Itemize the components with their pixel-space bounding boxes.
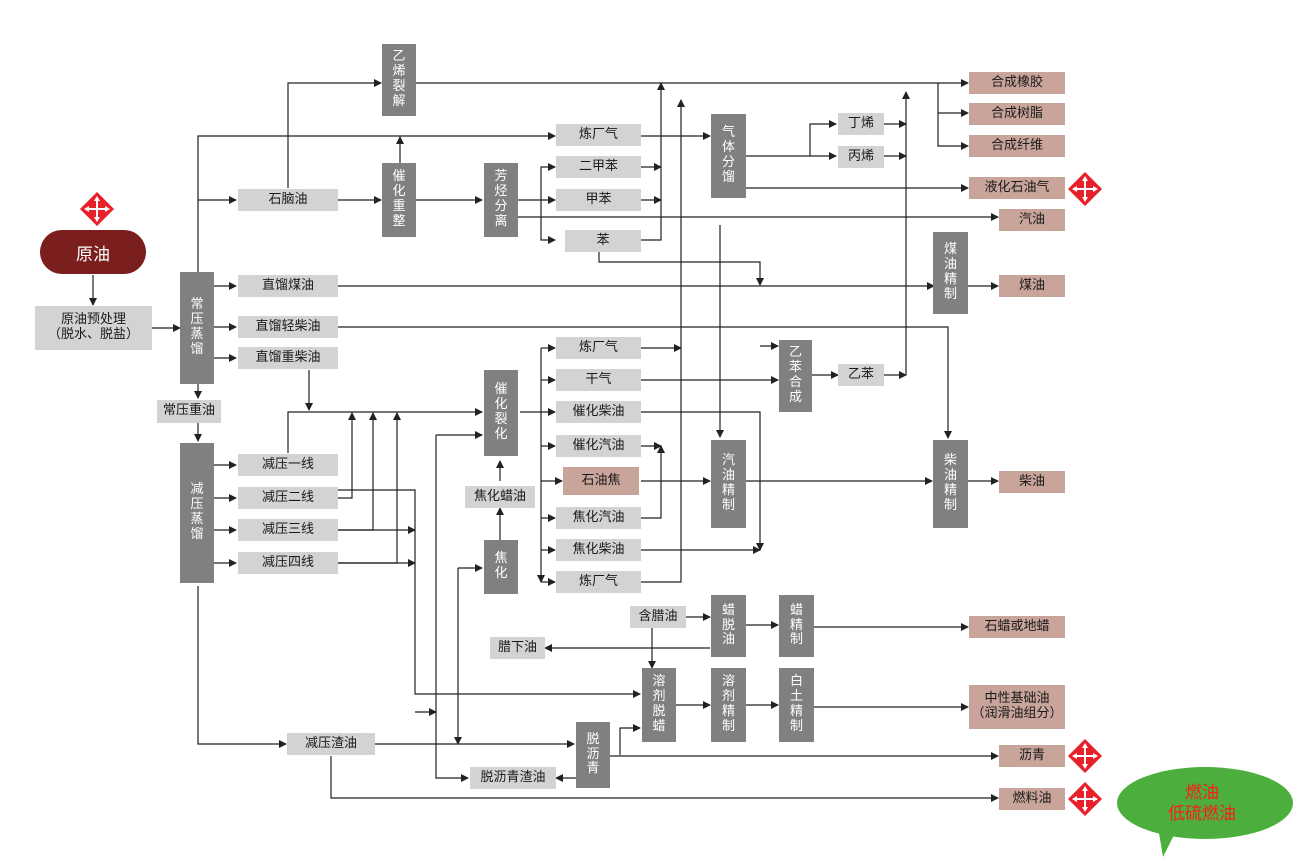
xylene-stream: 二甲苯 — [556, 156, 641, 178]
catalytic-diesel-stream: 催化柴油 — [556, 401, 641, 423]
catalytic-gasoline-stream: 催化汽油 — [556, 435, 641, 457]
cross-arrows-icon — [1068, 172, 1102, 206]
clay-refining-unit: 白土精制 — [779, 668, 814, 742]
wax-deoiling-unit: 蜡脱油 — [711, 595, 746, 657]
cross-arrows-icon — [80, 192, 114, 226]
gasoline-refining-unit: 汽油精制 — [711, 440, 746, 528]
vacuum-distillation-unit: 减压蒸馏 — [180, 443, 214, 583]
solvent-dewaxing-unit: 溶剂脱蜡 — [642, 668, 676, 742]
vacuum-cut-1-stream: 减压一线 — [238, 454, 338, 476]
ethylbenzene-stream: 乙苯 — [838, 364, 884, 386]
product-lpg: 液化石油气 — [969, 177, 1065, 199]
deasphalted-residue-stream: 脱沥青渣油 — [470, 767, 556, 789]
straight-run-light-diesel-stream: 直馏轻柴油 — [238, 316, 338, 338]
straight-run-heavy-diesel-stream: 直馏重柴油 — [238, 347, 338, 369]
ethylbenzene-synthesis-unit: 乙苯合成 — [779, 340, 812, 412]
dry-gas-stream: 干气 — [556, 369, 641, 391]
coking-unit: 焦化 — [484, 540, 518, 594]
callout-line-1: 燃油 — [1185, 782, 1219, 803]
atmospheric-distillation-unit: 常压蒸馏 — [180, 272, 214, 384]
solvent-refining-unit: 溶剂精制 — [711, 668, 746, 742]
refinery-gas-stream-2: 炼厂气 — [556, 337, 641, 359]
benzene-stream: 苯 — [565, 230, 641, 252]
product-diesel: 柴油 — [999, 471, 1065, 493]
petroleum-coke-product: 石油焦 — [563, 467, 639, 495]
deasphalting-unit: 脱沥青 — [576, 722, 610, 788]
propylene-stream: 丙烯 — [838, 146, 884, 168]
product-asphalt: 沥青 — [999, 745, 1065, 767]
vacuum-residue-stream: 减压渣油 — [287, 733, 375, 755]
butylene-stream: 丁烯 — [838, 113, 884, 135]
catalytic-reforming-unit: 催化重整 — [382, 163, 416, 237]
callout-text: 燃油 低硫燃油 — [1113, 776, 1291, 832]
cross-arrows-icon — [1068, 739, 1102, 773]
wax-refining-unit: 蜡精制 — [779, 595, 814, 657]
fuel-oil-callout-bubble — [1117, 767, 1293, 857]
toluene-stream: 甲苯 — [556, 189, 641, 211]
crude-oil-node: 原油 — [40, 230, 146, 274]
coker-diesel-stream: 焦化柴油 — [556, 539, 641, 561]
catalytic-cracking-unit: 催化裂化 — [484, 370, 518, 456]
straight-run-kerosene-stream: 直馏煤油 — [238, 275, 338, 297]
vacuum-cut-3-stream: 减压三线 — [238, 519, 338, 541]
wax-underflow-oil-stream: 腊下油 — [490, 637, 545, 659]
diesel-refining-unit: 柴油精制 — [933, 440, 968, 528]
product-synthetic-fiber: 合成纤维 — [969, 135, 1065, 157]
naphtha-stream: 石脑油 — [238, 189, 338, 211]
product-paraffin-wax: 石蜡或地蜡 — [969, 616, 1065, 638]
vacuum-cut-2-stream: 减压二线 — [238, 487, 338, 509]
product-neutral-base-oil: 中性基础油 （润滑油组分） — [969, 685, 1065, 729]
product-synthetic-rubber: 合成橡胶 — [969, 72, 1065, 94]
crude-pretreatment: 原油预处理 （脱水、脱盐） — [35, 306, 152, 350]
atmospheric-heavy-oil: 常压重油 — [157, 400, 221, 423]
refinery-gas-stream-3: 炼厂气 — [556, 571, 641, 593]
ethylene-cracking-unit: 乙烯裂解 — [382, 44, 416, 116]
aromatics-separation-unit: 芳烃分离 — [484, 163, 518, 237]
gas-fractionation-unit: 气体分馏 — [711, 114, 746, 198]
kerosene-refining-unit: 煤油精制 — [933, 232, 968, 314]
callout-line-2: 低硫燃油 — [1168, 804, 1236, 824]
cross-arrows-icon — [1068, 782, 1102, 816]
product-fuel-oil: 燃料油 — [999, 788, 1065, 810]
refinery-gas-stream: 炼厂气 — [556, 124, 641, 146]
waxy-oil-stream: 含腊油 — [630, 606, 686, 628]
product-gasoline: 汽油 — [999, 209, 1065, 231]
vacuum-cut-4-stream: 减压四线 — [238, 552, 338, 574]
coker-gasoline-stream: 焦化汽油 — [556, 507, 641, 529]
product-synthetic-resin: 合成树脂 — [969, 103, 1065, 125]
coker-wax-oil-stream: 焦化蜡油 — [465, 486, 535, 508]
product-kerosene: 煤油 — [999, 275, 1065, 297]
